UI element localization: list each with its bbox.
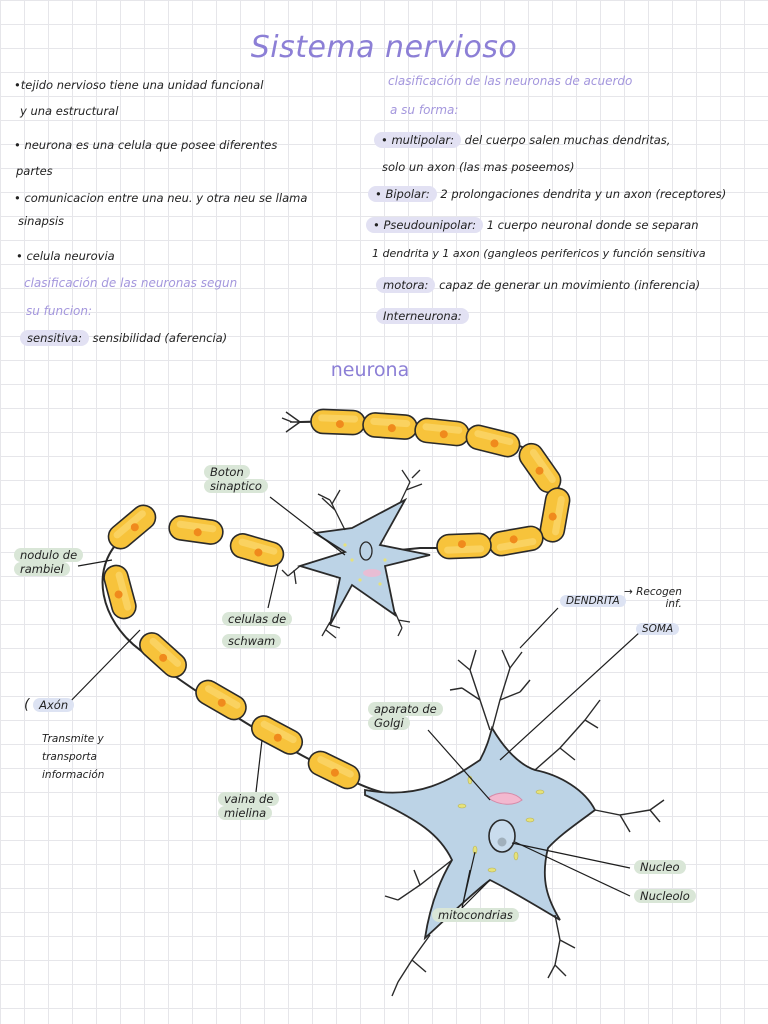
pseudo-term: • Pseudounipolar:	[366, 217, 484, 233]
note-line-2: y una estructural	[20, 104, 119, 118]
golgi-label-2: Golgi	[368, 716, 410, 730]
myelin-segment	[463, 422, 523, 460]
nucleo-label-text: Nucleo	[634, 860, 686, 874]
vaina-label-1: vaina de	[218, 792, 280, 806]
axon-description: Transmite y transporta información	[42, 730, 104, 784]
motora-row: motora: capaz de generar un movimiento (…	[376, 277, 701, 293]
diagram-title: neurona	[330, 359, 410, 381]
lower-neuron-body	[364, 649, 665, 997]
dendrita-note-2: inf.	[665, 598, 682, 610]
sensitiva-row: sensitiva: sensibilidad (aferencia)	[20, 330, 228, 346]
schwann-label-2: schwam	[222, 634, 282, 648]
axon-label: ( Axón	[24, 698, 75, 712]
note-line-5: • comunicacion entre una neu. y otra neu…	[14, 191, 308, 205]
boton-label-1: Boton	[204, 465, 250, 479]
nodulo-label-1: nodulo de	[14, 548, 84, 562]
boton-label-2: sinaptico	[204, 479, 268, 493]
nucleolo-label-text: Nucleolo	[634, 889, 696, 903]
axon-desc-3: información	[42, 769, 105, 781]
form-heading-2: a su forma:	[390, 103, 459, 117]
mitocondrias-label-text: mitocondrias	[432, 908, 519, 922]
bipolar-text: 2 prolongaciones dendrita y un axon (rec…	[440, 187, 727, 201]
myelin-segment	[413, 416, 471, 448]
note-line-4: partes	[16, 164, 53, 178]
upper-neuron-body	[281, 469, 431, 639]
sensitiva-term: sensitiva:	[20, 330, 89, 346]
myelin-segment	[226, 530, 288, 570]
myelin-segment	[134, 627, 192, 683]
axon-label-text: Axón	[33, 698, 75, 712]
function-heading-1: clasificación de las neuronas segun	[24, 276, 238, 290]
upper-axon-terminal	[281, 411, 310, 433]
vaina-label: vaina de mielina	[218, 792, 280, 820]
dendrita-note-1: → Recogen	[624, 586, 682, 598]
bipolar-term: • Bipolar:	[368, 186, 437, 202]
mitocondrias-label: mitocondrias	[432, 908, 519, 922]
note-line-7: • celula neurovia	[16, 249, 115, 263]
bipolar-row: • Bipolar: 2 prolongaciones dendrita y u…	[368, 186, 727, 202]
axon-desc-1: Transmite y	[42, 733, 104, 745]
interneurona-term: Interneurona:	[376, 308, 469, 324]
myelin-segment	[537, 485, 573, 545]
myelin-segment	[486, 523, 546, 559]
myelin-segment	[309, 408, 367, 436]
myelin-segment	[361, 411, 419, 441]
pseudo-text: 1 cuerpo neuronal donde se separan	[486, 218, 699, 232]
myelin-segment	[435, 532, 493, 560]
page-title: Sistema nervioso	[250, 30, 518, 65]
multipolar-row: • multipolar: del cuerpo salen muchas de…	[374, 132, 671, 148]
axon-desc-2: transporta	[42, 751, 97, 763]
multipolar-line2: solo un axon (las mas poseemos)	[382, 160, 575, 174]
motora-term: motora:	[376, 277, 436, 293]
soma-label: SOMA	[636, 622, 680, 636]
golgi-label: aparato de Golgi	[368, 702, 443, 730]
nucleo-label: Nucleo	[634, 860, 686, 874]
form-heading-1: clasificación de las neuronas de acuerdo	[388, 74, 633, 88]
function-heading-2: su funcion:	[26, 304, 93, 318]
nucleolo-label: Nucleolo	[634, 889, 696, 903]
dendrita-label-text: DENDRITA	[560, 595, 626, 607]
myelin-segment	[303, 746, 365, 794]
pseudo-row: • Pseudounipolar: 1 cuerpo neuronal dond…	[366, 217, 699, 233]
vaina-label-2: mielina	[218, 806, 273, 820]
myelin-segment	[246, 710, 308, 760]
boton-label: Boton sinaptico	[204, 465, 268, 493]
note-line-1: •tejido nervioso tiene una unidad funcio…	[14, 78, 264, 92]
myelin-segment	[100, 562, 140, 622]
interneurona-row: Interneurona:	[376, 308, 469, 324]
schwann-label-1: celulas de	[222, 612, 293, 626]
myelin-segment	[190, 675, 252, 725]
multipolar-text: del cuerpo salen muchas dendritas,	[464, 133, 671, 147]
sensitiva-text: sensibilidad (aferencia)	[92, 331, 228, 345]
dendrita-note: → Recogen inf.	[624, 586, 682, 610]
dendrita-label: DENDRITA	[560, 594, 626, 608]
golgi-label-1: aparato de	[368, 702, 443, 716]
myelin-segment	[166, 513, 226, 547]
soma-label-text: SOMA	[636, 623, 680, 635]
nodulo-label: nodulo de rambiel	[14, 548, 84, 576]
note-line-6: sinapsis	[18, 214, 64, 228]
myelin-segment	[102, 499, 162, 555]
motora-text: capaz de generar un movimiento (inferenc…	[439, 278, 701, 292]
pseudo-line2: 1 dendrita y 1 axon (gangleos periferico…	[372, 247, 706, 260]
nodulo-label-2: rambiel	[14, 562, 70, 576]
note-line-3: • neurona es una celula que posee difere…	[14, 138, 278, 152]
schwann-label: celulas de schwam	[222, 608, 293, 652]
multipolar-term: • multipolar:	[374, 132, 462, 148]
